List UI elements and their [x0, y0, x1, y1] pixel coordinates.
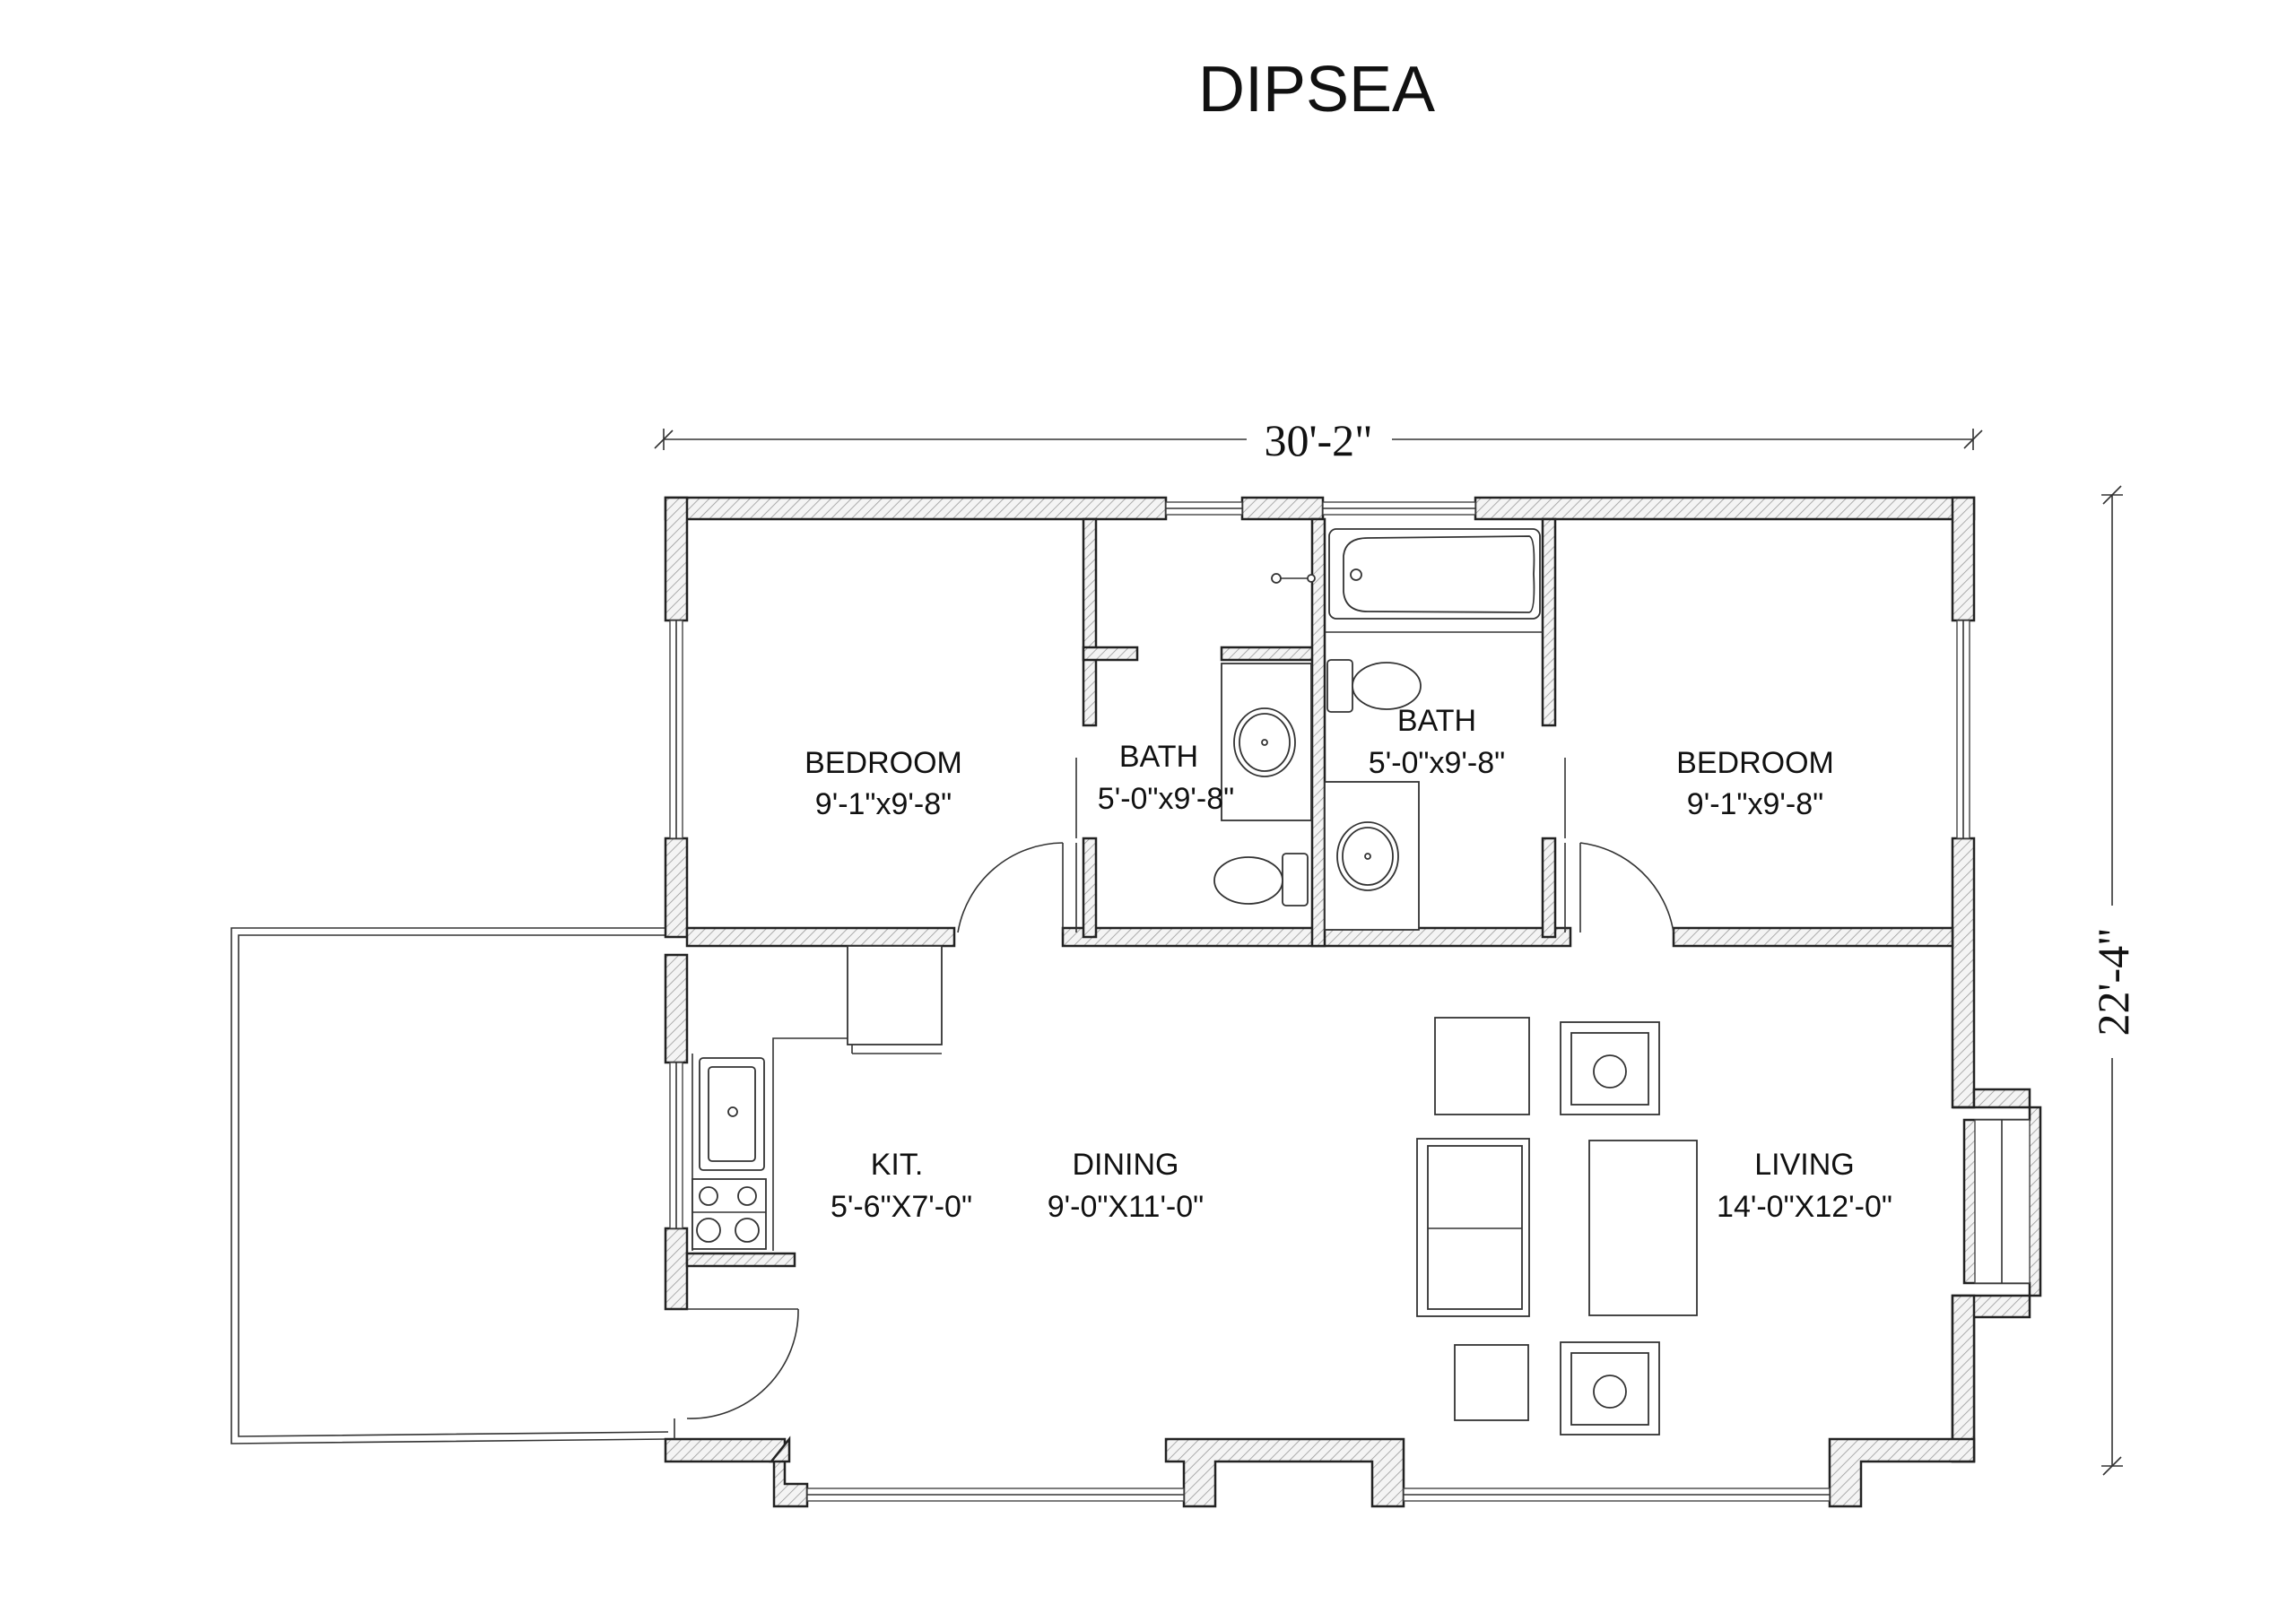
room-label-living: LIVING — [1754, 1148, 1854, 1182]
stove-icon — [691, 1178, 767, 1250]
room-size-bath-right: 5'-0"x9'-8" — [1369, 746, 1505, 780]
room-labels: BEDROOM 9'-1"x9'-8" BATH 5'-0"x9'-8" BAT… — [804, 704, 1892, 1224]
depth-dimension-label: 22'-4" — [2088, 927, 2138, 1036]
walls — [664, 496, 2042, 1508]
patio-outline — [230, 927, 669, 1444]
room-size-kitchen: 5'-6"X7'-0" — [831, 1190, 972, 1224]
room-size-bath-left: 5'-0"x9'-8" — [1098, 782, 1234, 816]
room-size-dining: 9'-0"X11'-0" — [1048, 1190, 1204, 1224]
plan-title: DIPSEA — [1198, 54, 1435, 126]
shower-icon — [1271, 573, 1316, 584]
room-size-living: 14'-0"X12'-0" — [1717, 1190, 1892, 1224]
doors — [674, 758, 1674, 1439]
room-label-dining: DINING — [1073, 1148, 1179, 1182]
room-label-bedroom-left: BEDROOM — [804, 746, 962, 780]
vanity-sink-icon — [1221, 663, 1312, 821]
depth-dimension: 22'-4" — [2088, 485, 2138, 1476]
coffee-table-icon — [1588, 1140, 1698, 1316]
room-label-kitchen: KIT. — [871, 1148, 924, 1182]
fixtures — [691, 528, 1698, 1436]
side-table-icon — [1560, 1341, 1660, 1436]
vanity-sink-icon — [1324, 781, 1420, 931]
room-label-bath-right: BATH — [1397, 704, 1476, 738]
toilet-icon — [1213, 853, 1309, 906]
room-size-bedroom-left: 9'-1"x9'-8" — [815, 787, 952, 821]
armchair-icon — [1454, 1344, 1529, 1421]
kitchen-sink-icon — [699, 1057, 765, 1171]
width-dimension-label: 30'-2" — [1264, 415, 1372, 465]
bathtub-icon — [1328, 528, 1541, 620]
side-table-icon — [1560, 1021, 1660, 1115]
refrigerator-icon — [847, 945, 943, 1054]
sofa-icon — [1416, 1138, 1530, 1317]
armchair-icon — [1434, 1017, 1530, 1115]
room-label-bath-left: BATH — [1119, 740, 1198, 774]
windows — [669, 501, 2031, 1502]
toilet-icon — [1326, 659, 1422, 713]
room-label-bedroom-right: BEDROOM — [1676, 746, 1834, 780]
width-dimension: 30'-2" — [654, 415, 1983, 465]
room-size-bedroom-right: 9'-1"x9'-8" — [1687, 787, 1823, 821]
